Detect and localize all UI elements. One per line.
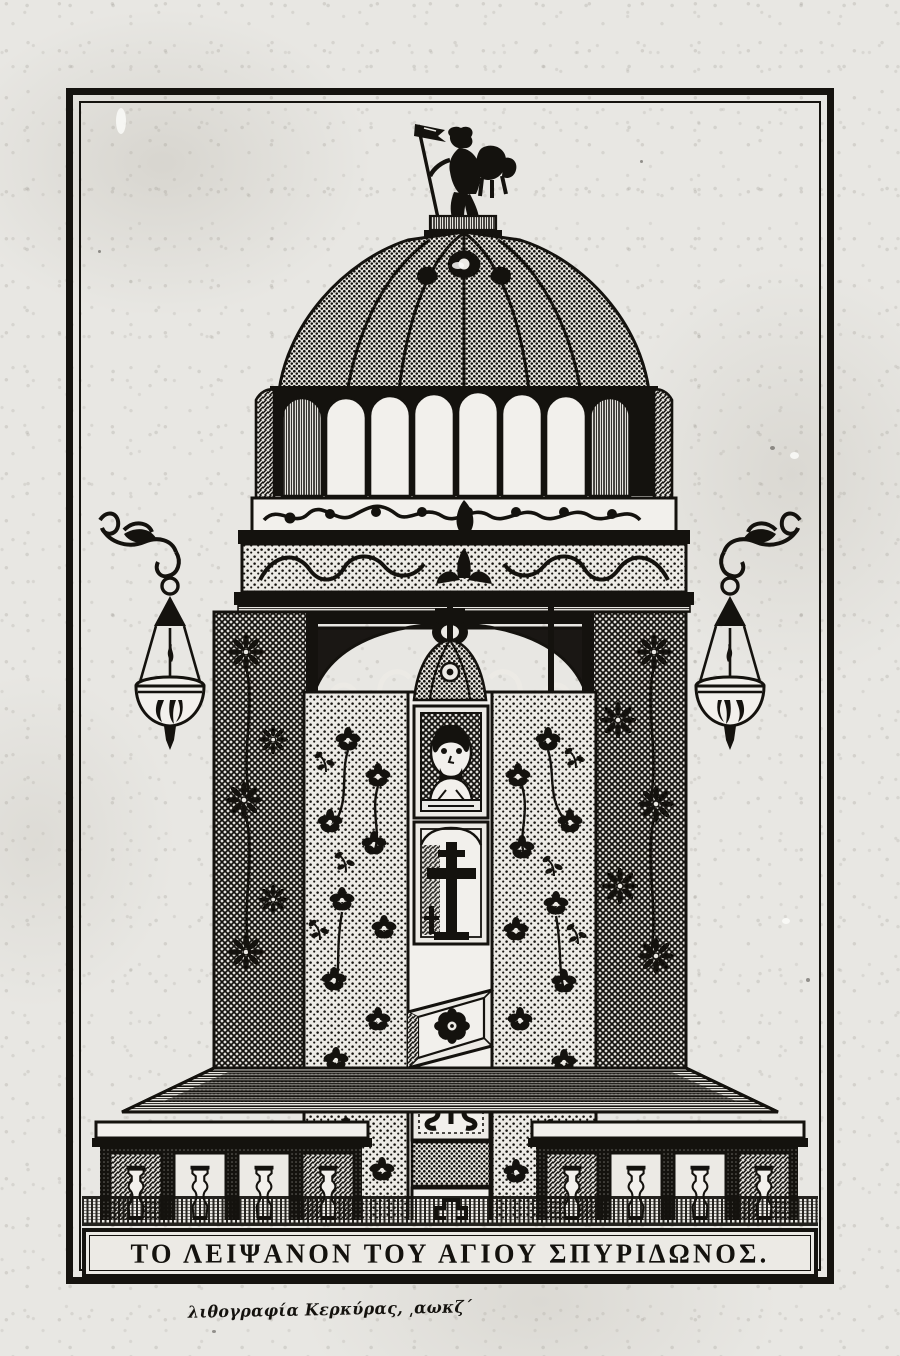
balustrade-left-cornice (94, 1120, 370, 1140)
caption-plate-inner-rule: ΤΟ ΛΕΙΨΑΝΟΝ ΤΟΥ ΑΓΙΟΥ ΣΠΥΡΙΔΩΝΟΣ. (89, 1235, 811, 1271)
damask-drape-right-stems (520, 749, 569, 991)
lamp-finial-right (724, 726, 736, 750)
balustrade-right-cornice (530, 1120, 806, 1140)
shrine-cross-niche (412, 820, 490, 946)
arch-staff (548, 600, 554, 730)
entablature-centre-palmette (436, 548, 492, 584)
caption-hatched-band (82, 1196, 818, 1226)
damask-drape-left-stems (333, 749, 380, 989)
platform-group (121, 1066, 779, 1114)
entablature-frieze-ornament (258, 554, 670, 582)
crowning-figure-group (414, 124, 517, 238)
dome-group (250, 230, 678, 534)
dome-scroll-frieze (250, 496, 678, 534)
dome-crown-ornament (417, 250, 511, 285)
shrine-small-dome (412, 594, 488, 702)
outer-curtain-left (212, 610, 312, 1074)
lamp-bracket-left (98, 511, 181, 579)
entablature-group (234, 530, 694, 613)
caption-plate: ΤΟ ΛΕΙΨΑΝΟΝ ΤΟΥ ΑΓΙΟΥ ΣΠΥΡΙΔΩΝΟΣ. (82, 1228, 818, 1278)
shrine-cross-finial-icon (435, 594, 465, 640)
caption-text: ΤΟ ΛΕΙΨΑΝΟΝ ΤΟΥ ΑΓΙΟΥ ΣΠΥΡΙΔΩΝΟΣ. (130, 1236, 770, 1269)
lamp-ring-right (720, 576, 740, 596)
hanging-lamp-right-group (694, 511, 802, 750)
dome-arcade (254, 386, 674, 502)
standing-cross-icon (427, 842, 476, 940)
lamp-ring-left (160, 576, 180, 596)
paper-fleck (212, 1330, 216, 1333)
lamp-bracket-left-leaf (124, 529, 156, 543)
lamp-bowl-left-fluting (155, 700, 183, 724)
rosette-motif-icon (434, 1008, 470, 1044)
outer-curtain-panels (212, 610, 688, 1074)
lozenge-rosette-panel (406, 988, 494, 1070)
saint-portrait-icon (428, 724, 474, 810)
banner-staff-icon (414, 124, 446, 219)
handwritten-imprint: λιθογραφία Κερκύρας, ͵αωκζ΄ (187, 1297, 473, 1322)
lamp-finial-left (164, 726, 176, 750)
companion-beast-icon (475, 145, 517, 198)
hanging-lamp-left-group (98, 511, 206, 750)
lamp-body-left (134, 596, 206, 750)
lamp-body-right (694, 596, 766, 750)
outer-curtain-right (588, 610, 688, 1074)
shrine-stipple-band (410, 1140, 492, 1188)
candle-icon (424, 906, 439, 934)
engraving-illustration (78, 100, 822, 1220)
lamp-bowl-right-fluting (717, 700, 745, 724)
lamp-bracket-right-leaf (744, 529, 776, 543)
saint-icon-panel (412, 704, 490, 820)
shrine-centre-group (406, 594, 494, 1220)
lamp-bracket-right (719, 511, 802, 579)
outer-curtain-right-stems (648, 665, 656, 959)
dome-niches (280, 390, 632, 498)
lamp-flame-left-icon (167, 644, 174, 662)
lamp-flame-right-icon (726, 644, 733, 662)
outer-curtain-left-stems (244, 665, 252, 957)
